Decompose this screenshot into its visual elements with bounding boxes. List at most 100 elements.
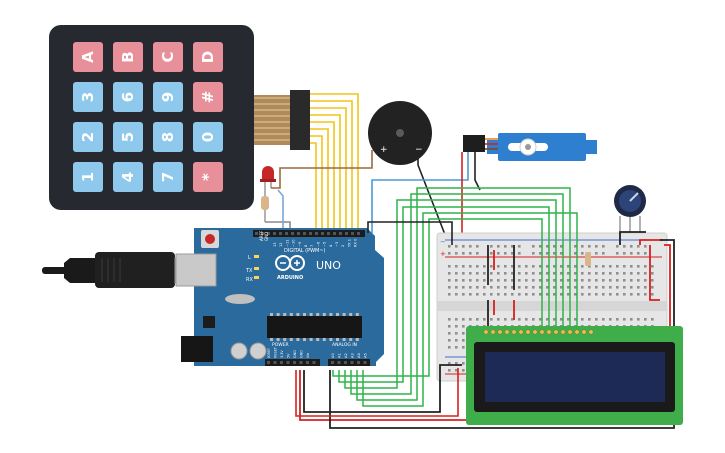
breadboard-hole[interactable] [462, 293, 465, 296]
breadboard-hole[interactable] [490, 279, 493, 282]
wire-black[interactable] [367, 221, 453, 245]
breadboard-hole[interactable] [504, 265, 507, 268]
breadboard-hole[interactable] [511, 265, 514, 268]
breadboard-hole[interactable] [476, 272, 479, 275]
wire-red[interactable] [639, 239, 662, 245]
lcd-wires[interactable] [332, 187, 578, 407]
lcd-pin[interactable] [525, 329, 531, 335]
header-pin[interactable] [333, 232, 336, 235]
lcd-pin[interactable] [532, 329, 538, 335]
breadboard-hole[interactable] [623, 293, 626, 296]
breadboard-hole[interactable] [560, 318, 563, 321]
wire-yellow[interactable] [310, 107, 347, 233]
breadboard-hole[interactable] [637, 286, 640, 289]
breadboard-hole[interactable] [644, 318, 647, 321]
breadboard-hole[interactable] [588, 265, 591, 268]
breadboard-hole[interactable] [609, 272, 612, 275]
breadboard-hole[interactable] [560, 293, 563, 296]
breadboard-hole[interactable] [539, 245, 542, 248]
breadboard-hole[interactable] [490, 272, 493, 275]
breadboard-hole[interactable] [483, 272, 486, 275]
breadboard-hole[interactable] [574, 245, 577, 248]
breadboard-hole[interactable] [567, 286, 570, 289]
breadboard-hole[interactable] [574, 265, 577, 268]
breadboard-hole[interactable] [553, 293, 556, 296]
breadboard-hole[interactable] [455, 325, 458, 328]
breadboard-hole[interactable] [609, 279, 612, 282]
breadboard-hole[interactable] [462, 318, 465, 321]
wire-red[interactable] [295, 368, 459, 417]
wire-black[interactable] [303, 364, 462, 413]
breadboard-hole[interactable] [553, 279, 556, 282]
lcd-pin[interactable] [539, 329, 545, 335]
breadboard-hole[interactable] [567, 279, 570, 282]
keypad-key[interactable]: 0 [193, 122, 223, 152]
breadboard-hole[interactable] [518, 279, 521, 282]
breadboard-hole[interactable] [455, 346, 458, 349]
wire-yellow[interactable] [310, 114, 341, 233]
breadboard-hole[interactable] [504, 318, 507, 321]
breadboard-hole[interactable] [574, 318, 577, 321]
breadboard-hole[interactable] [490, 293, 493, 296]
breadboard-hole[interactable] [630, 272, 633, 275]
header-pin[interactable] [279, 232, 282, 235]
breadboard-hole[interactable] [518, 272, 521, 275]
breadboard-hole[interactable] [581, 286, 584, 289]
breadboard-hole[interactable] [490, 318, 493, 321]
breadboard-hole[interactable] [602, 318, 605, 321]
reset-button[interactable] [205, 234, 215, 244]
breadboard-hole[interactable] [539, 286, 542, 289]
keypad-key[interactable]: C [153, 42, 183, 72]
breadboard-hole[interactable] [560, 286, 563, 289]
header-pin[interactable] [291, 232, 294, 235]
breadboard-hole[interactable] [490, 245, 493, 248]
breadboard-hole[interactable] [567, 318, 570, 321]
header-pin[interactable] [327, 232, 330, 235]
wire-blue[interactable] [371, 152, 469, 233]
header-pin[interactable] [363, 361, 367, 364]
breadboard-hole[interactable] [518, 245, 521, 248]
breadboard-hole[interactable] [455, 252, 458, 255]
breadboard-hole[interactable] [588, 245, 591, 248]
breadboard-hole[interactable] [616, 279, 619, 282]
breadboard-hole[interactable] [651, 286, 654, 289]
breadboard-hole[interactable] [553, 245, 556, 248]
header-pin[interactable] [321, 232, 324, 235]
breadboard-hole[interactable] [511, 272, 514, 275]
keypad-key[interactable]: 1 [73, 162, 103, 192]
breadboard-hole[interactable] [525, 318, 528, 321]
breadboard-hole[interactable] [476, 293, 479, 296]
header-pin[interactable] [345, 232, 348, 235]
header-pin[interactable] [280, 361, 283, 364]
keypad-key[interactable]: 8 [153, 122, 183, 152]
wire-yellow[interactable] [310, 135, 323, 233]
wire-yellow[interactable] [310, 142, 317, 233]
lcd-pin[interactable] [588, 329, 594, 335]
lcd-pin[interactable] [518, 329, 524, 335]
header-pin[interactable] [350, 361, 354, 364]
breadboard-hole[interactable] [490, 265, 493, 268]
breadboard-hole[interactable] [532, 265, 535, 268]
breadboard-hole[interactable] [616, 245, 619, 248]
breadboard-hole[interactable] [637, 252, 640, 255]
keypad-key[interactable]: 2 [73, 122, 103, 152]
header-pin[interactable] [357, 232, 360, 235]
breadboard-hole[interactable] [595, 272, 598, 275]
breadboard-hole[interactable] [616, 265, 619, 268]
breadboard-hole[interactable] [469, 245, 472, 248]
breadboard-hole[interactable] [637, 265, 640, 268]
breadboard-hole[interactable] [518, 265, 521, 268]
breadboard-hole[interactable] [455, 293, 458, 296]
breadboard-hole[interactable] [469, 265, 472, 268]
breadboard-hole[interactable] [455, 279, 458, 282]
led-wires[interactable] [265, 150, 373, 233]
breadboard-hole[interactable] [602, 272, 605, 275]
breadboard-hole[interactable] [476, 245, 479, 248]
header-pin[interactable] [357, 361, 360, 364]
breadboard-hole[interactable] [525, 265, 528, 268]
breadboard-hole[interactable] [644, 265, 647, 268]
servo[interactable] [463, 133, 597, 161]
breadboard-hole[interactable] [462, 252, 465, 255]
breadboard-hole[interactable] [497, 245, 500, 248]
header-pin[interactable] [303, 232, 306, 235]
